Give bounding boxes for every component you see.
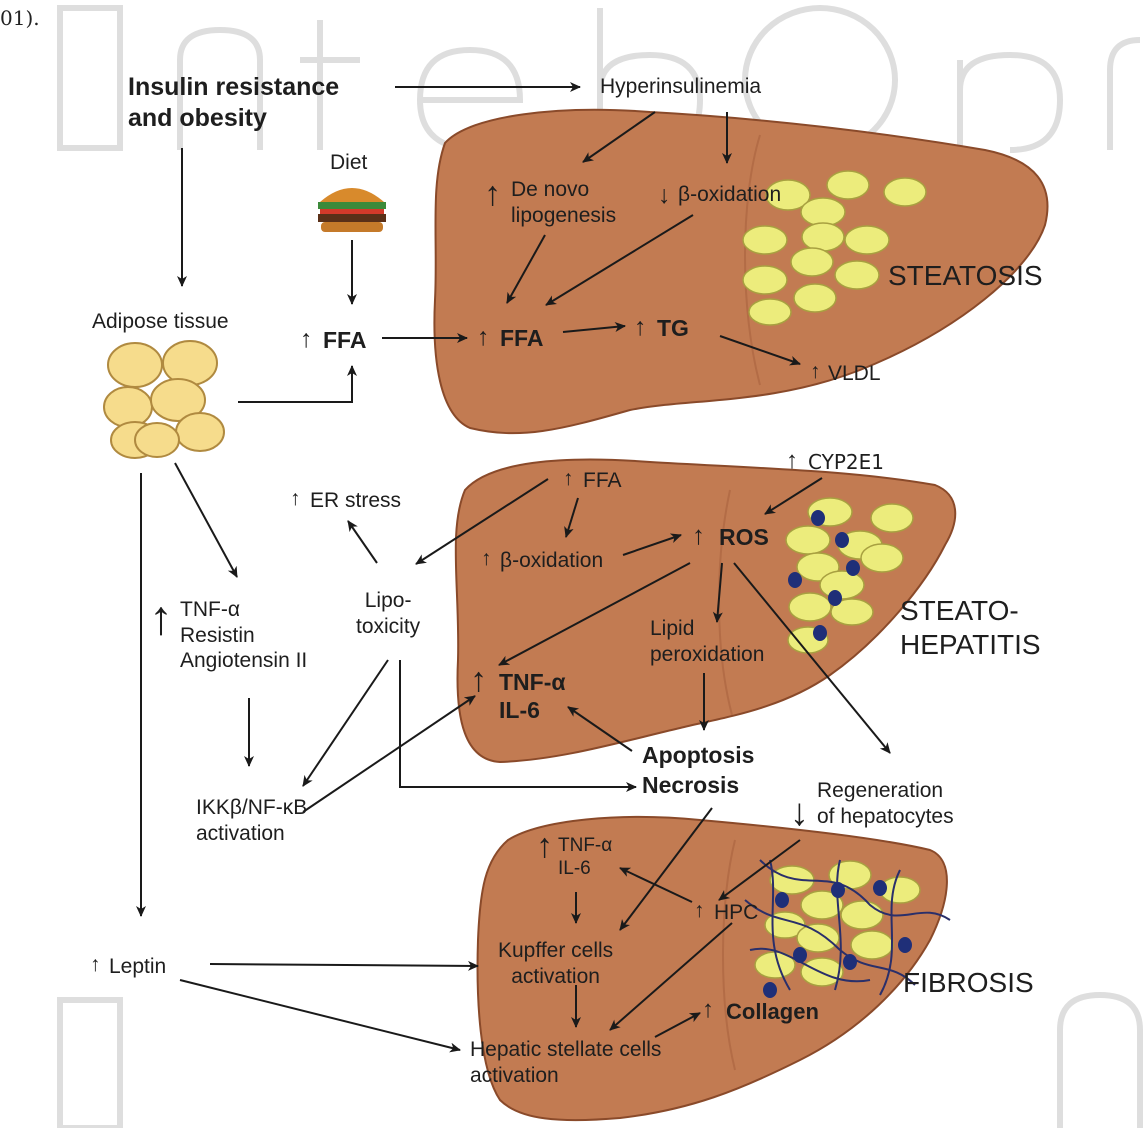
lipid-line1: Lipid: [650, 616, 764, 642]
hpc-up-arrow: ↑: [694, 898, 705, 924]
kupffer-line1: Kupffer cells: [498, 938, 613, 964]
leptin-up-arrow: ↑: [90, 952, 101, 978]
adipose-tissue-label: Adipose tissue: [92, 309, 229, 335]
ikk-nfkb-label: IKKβ/NF-κB activation: [196, 795, 307, 846]
steatohepatitis-line2: HEPATITIS: [900, 628, 1041, 662]
steatosis-stage-label: STEATOSIS: [888, 259, 1043, 293]
tnf-small-line1: TNF-α: [558, 834, 612, 857]
beta-oxidation-up-arrow: ↑: [481, 546, 492, 572]
de-novo-lipogenesis-label: De novo lipogenesis: [511, 177, 616, 228]
ffa-liver-label: FFA: [500, 324, 543, 352]
lipotoxicity-line2: toxicity: [356, 614, 420, 640]
fibrosis-stage-label: FIBROSIS: [903, 966, 1034, 1000]
tnf-bold-line1: TNF-α: [499, 668, 566, 696]
adipose-cells: [104, 341, 224, 458]
stellate-line2: activation: [470, 1063, 661, 1089]
er-stress-up-arrow: ↑: [290, 486, 301, 512]
lipid-line2: peroxidation: [650, 642, 764, 668]
er-stress-label: ER stress: [310, 488, 401, 514]
apoptosis-line: Apoptosis: [642, 740, 754, 770]
tnf-bold-up-arrow: ↑: [470, 660, 487, 701]
lipotoxicity-label: Lipo- toxicity: [356, 588, 420, 639]
cytokines-up-arrow: ↑: [149, 590, 173, 649]
steatohepatitis-line1: STEATO-: [900, 594, 1041, 628]
tnf-il6-bold-label: TNF-α IL-6: [499, 668, 566, 724]
tnf-il6-small-label: TNF-α IL-6: [558, 834, 612, 880]
apoptosis-necrosis-label: Apoptosis Necrosis: [642, 740, 754, 801]
steatohepatitis-stage-label: STEATO- HEPATITIS: [900, 594, 1041, 662]
ikk-line1: IKKβ/NF-κB: [196, 795, 307, 821]
tnf-bold-line2: IL-6: [499, 696, 566, 724]
regeneration-label: Regeneration of hepatocytes: [817, 778, 954, 829]
stellate-line1: Hepatic stellate cells: [470, 1037, 661, 1063]
hepatic-stellate-label: Hepatic stellate cells activation: [470, 1037, 661, 1088]
cytokine-tnf: TNF-α: [180, 597, 307, 623]
collagen-label: Collagen: [726, 999, 819, 1026]
beta-oxidation-down-arrow: ↓: [658, 180, 671, 211]
regeneration-line1: Regeneration: [817, 778, 954, 804]
kupffer-cells-label: Kupffer cells activation: [498, 938, 613, 989]
leptin-label: Leptin: [109, 954, 166, 980]
tg-up-arrow: ↑: [634, 312, 647, 343]
cytokine-angiotensin: Angiotensin II: [180, 648, 307, 674]
insulin-resistance-title: Insulin resistance and obesity: [128, 72, 339, 133]
collagen-up-arrow: ↑: [702, 995, 714, 1024]
necrosis-line: Necrosis: [642, 770, 754, 800]
ros-up-arrow: ↑: [692, 520, 705, 552]
hyperinsulinemia-label: Hyperinsulinemia: [600, 74, 761, 100]
beta-oxidation-increased-label: β-oxidation: [500, 548, 603, 574]
vldl-up-arrow: ↑: [810, 359, 821, 385]
vldl-label: VLDL: [828, 361, 881, 387]
ffa-outer-label: FFA: [323, 326, 366, 354]
title-line1: Insulin resistance: [128, 72, 339, 103]
de-novo-line1: De novo: [511, 177, 616, 203]
lipid-peroxidation-label: Lipid peroxidation: [650, 616, 764, 667]
adipose-cytokines-label: TNF-α Resistin Angiotensin II: [180, 597, 307, 674]
diet-label: Diet: [330, 150, 367, 176]
ffa-small-up-arrow: ↑: [563, 466, 574, 492]
de-novo-up-arrow: ↑: [484, 174, 501, 215]
tnf-small-up-arrow: ↑: [536, 826, 553, 867]
regeneration-down-arrow: ↓: [790, 790, 809, 836]
kupffer-line2: activation: [498, 964, 613, 990]
ffa-small-label: FFA: [583, 468, 622, 494]
lipotoxicity-line1: Lipo-: [356, 588, 420, 614]
de-novo-line2: lipogenesis: [511, 203, 616, 229]
ros-label: ROS: [719, 523, 769, 551]
tg-label: TG: [657, 314, 689, 342]
ffa-outer-up-arrow: ↑: [300, 324, 313, 355]
cyp2e1-label: CYP2E1: [808, 450, 884, 474]
title-line2: and obesity: [128, 103, 339, 134]
tnf-small-line2: IL-6: [558, 857, 612, 880]
cyp2e1-up-arrow: ↑: [786, 446, 798, 475]
beta-oxidation-decreased-label: β-oxidation: [678, 182, 781, 208]
regeneration-line2: of hepatocytes: [817, 804, 954, 830]
ikk-line2: activation: [196, 821, 307, 847]
ffa-liver-up-arrow: ↑: [477, 322, 490, 353]
hpc-label: HPC: [714, 900, 758, 926]
burger-icon: [318, 188, 386, 232]
cytokine-resistin: Resistin: [180, 623, 307, 649]
